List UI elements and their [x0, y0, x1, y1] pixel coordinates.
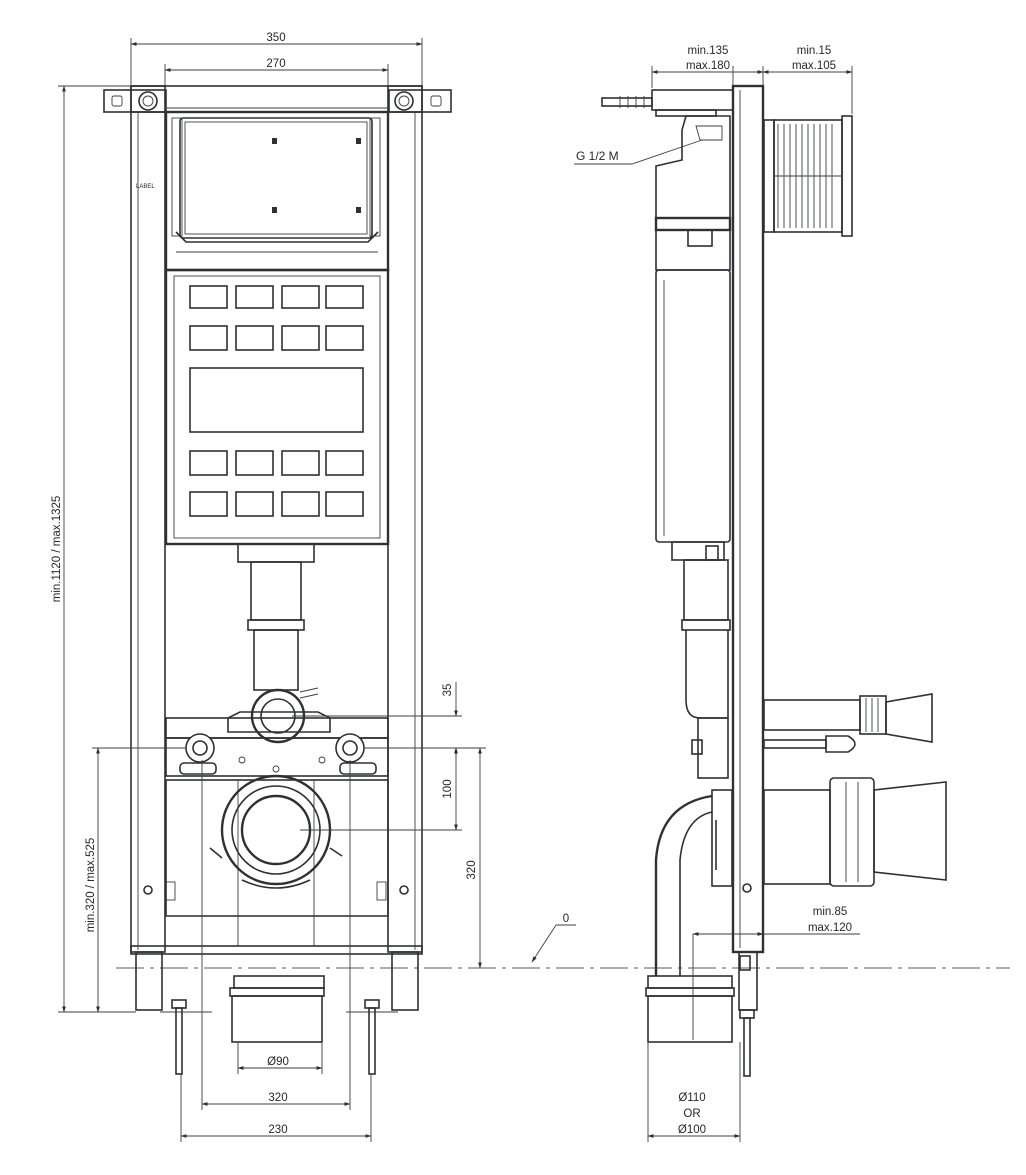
- dim-depth-min: min.135: [688, 45, 729, 57]
- dim-pan-height: min.320 / max.525: [85, 838, 97, 933]
- dim-anchor-spacing: 320: [268, 1092, 287, 1104]
- flush-opening: LABEL: [136, 110, 390, 272]
- dim-offset-min: min.85: [813, 906, 848, 918]
- dim-outlet-100: Ø100: [678, 1124, 706, 1136]
- flush-pipe-side: [681, 559, 731, 779]
- frame-legs: [130, 85, 423, 955]
- waste-outlet: [165, 774, 389, 946]
- flush-pipe: [237, 543, 315, 691]
- dim-inlet-diameter: Ø90: [267, 1056, 289, 1068]
- dim-offset-max: max.120: [808, 922, 852, 934]
- dim-height: min.1120 / max.1325: [51, 496, 63, 603]
- side-dimensions: [531, 66, 860, 1142]
- side-frame: [651, 84, 765, 1077]
- cistern-body: [164, 268, 390, 546]
- side-dimension-labels: min.135 max.180 min.15 max.105 G 1/2 M 0…: [563, 45, 852, 1136]
- mounting-plate: [763, 115, 853, 237]
- dim-depth-max: max.180: [686, 60, 730, 72]
- top-bracket-right: [388, 89, 452, 113]
- top-bracket-left: [103, 89, 167, 113]
- floor-zero-label: 0: [563, 913, 569, 925]
- dim-wall-max: max.105: [792, 60, 836, 72]
- inlet-fitting: [165, 687, 389, 777]
- pan-connectors: [763, 693, 947, 887]
- dim-upper-gap: 35: [442, 684, 454, 697]
- brand-mark: LABEL: [136, 184, 155, 190]
- dim-bottom-width: 230: [268, 1124, 287, 1136]
- water-connection-label: G 1/2 M: [576, 149, 619, 163]
- front-dimensions: [58, 38, 486, 1142]
- dim-bolt-spacing: 100: [442, 779, 454, 798]
- bottom-spigot: [160, 975, 398, 1043]
- front-view: LABEL: [51, 32, 1010, 1142]
- dim-outlet-or: OR: [683, 1108, 700, 1120]
- dim-width-inner: 270: [266, 58, 285, 70]
- side-view: min.135 max.180 min.15 max.105 G 1/2 M 0…: [531, 45, 947, 1142]
- dim-outlet-height: 320: [466, 860, 478, 879]
- feet: [135, 951, 419, 1075]
- cistern-side: [654, 115, 732, 561]
- dim-wall-min: min.15: [797, 45, 832, 57]
- water-inlet: [601, 96, 653, 108]
- dim-width-outer: 350: [266, 32, 285, 44]
- dim-outlet-110: Ø110: [678, 1092, 705, 1104]
- front-dimension-labels: 350 270 min.1120 / max.1325 min.320 / ma…: [51, 32, 478, 1136]
- waste-bend: [645, 789, 735, 1043]
